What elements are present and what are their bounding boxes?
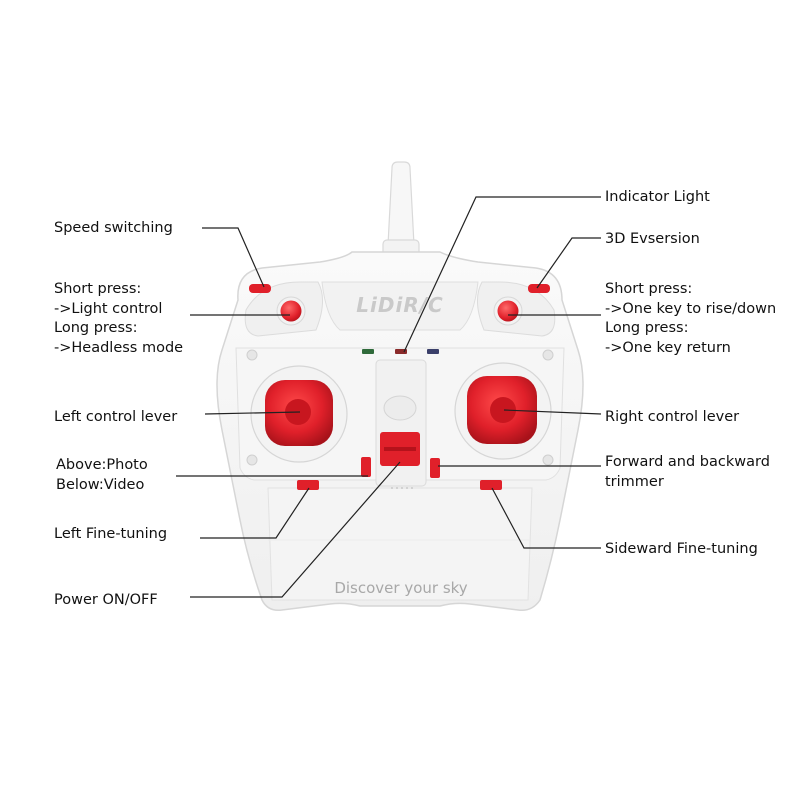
label-left-button-line-1: Short press: xyxy=(54,281,142,297)
label-left-button-line-2: ->Light control xyxy=(54,300,163,317)
power-switch[interactable] xyxy=(380,432,420,466)
label-right-button-line-2: ->One key to rise/down xyxy=(605,300,777,317)
left-function-button[interactable] xyxy=(276,296,306,326)
label-left-fine-tuning: Left Fine-tuning xyxy=(54,526,168,542)
label-left-button-line-4: ->Headless mode xyxy=(54,339,184,356)
label-indicator-light: Indicator Light xyxy=(605,189,710,205)
label-right-button-line-4: ->One key return xyxy=(605,339,731,356)
right-control-lever[interactable] xyxy=(454,362,552,460)
label-right-button-line-3: Long press: xyxy=(605,320,689,336)
sideward-fine-tuning-switch[interactable] xyxy=(480,480,502,490)
label-left-button-line-3: Long press: xyxy=(54,320,138,336)
controller-slogan: Discover your sky xyxy=(334,579,467,597)
speed-switch-button[interactable] xyxy=(249,284,271,293)
left-control-lever[interactable] xyxy=(250,365,348,463)
photo-video-switch[interactable] xyxy=(361,457,371,477)
label-right-control-lever: Right control lever xyxy=(605,409,740,425)
label-3d-evsersion: 3D Evsersion xyxy=(605,231,700,247)
label-power: Power ON/OFF xyxy=(54,592,158,608)
label-trimmer-line-1: Forward and backward xyxy=(605,454,770,470)
label-forward-backward-trimmer: Forward and backward trimmer xyxy=(605,453,770,492)
controller-body xyxy=(216,251,584,612)
label-photo-video: Above:Photo Below:Video xyxy=(56,456,148,495)
indicator-lights xyxy=(362,349,439,354)
label-video: Below:Video xyxy=(56,476,145,493)
label-right-button-line-1: Short press: xyxy=(605,281,693,297)
3d-flip-button[interactable] xyxy=(528,284,550,293)
label-left-button: Short press: ->Light control Long press:… xyxy=(54,280,183,358)
label-photo: Above:Photo xyxy=(56,457,148,473)
label-left-control-lever: Left control lever xyxy=(54,409,178,425)
forward-backward-trimmer[interactable] xyxy=(430,458,440,478)
antenna xyxy=(382,161,420,257)
label-right-button: Short press: ->One key to rise/down Long… xyxy=(605,280,776,358)
leader-lines xyxy=(176,196,602,598)
controller-logo: LiDiR/C xyxy=(356,293,443,317)
label-speed-switching: Speed switching xyxy=(54,220,173,236)
label-trimmer-line-2: trimmer xyxy=(605,473,664,490)
right-function-button[interactable] xyxy=(493,296,523,326)
label-sideward-fine-tuning: Sideward Fine-tuning xyxy=(605,541,758,557)
left-fine-tuning-switch[interactable] xyxy=(297,480,319,490)
